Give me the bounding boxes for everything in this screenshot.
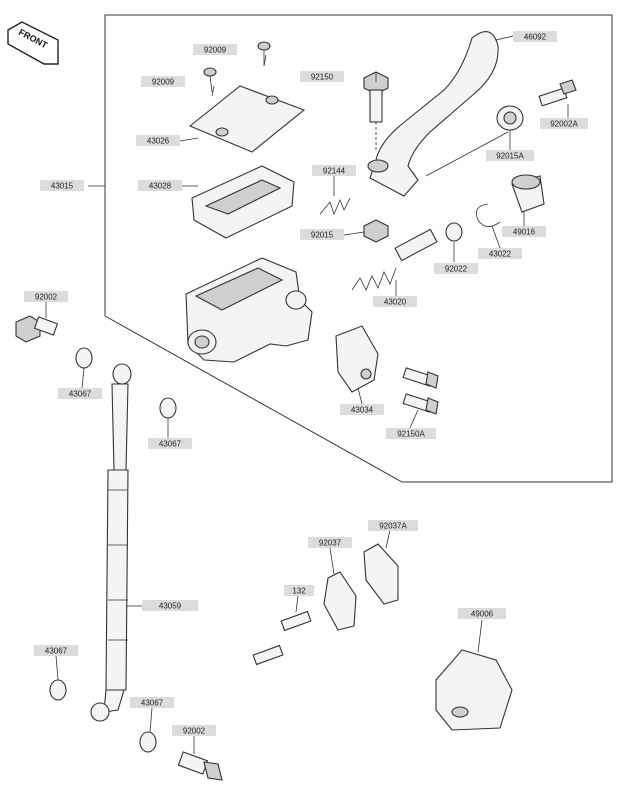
spring-92144 bbox=[319, 197, 351, 216]
label-43059: 43059 bbox=[159, 602, 182, 611]
washer-43067-d bbox=[139, 731, 157, 753]
lever-pivot-bolt bbox=[363, 71, 389, 150]
label-92009-b: 92009 bbox=[152, 78, 175, 87]
label-92002-top: 92002 bbox=[35, 293, 58, 302]
reservoir-cap bbox=[188, 85, 306, 153]
bracket-bolts bbox=[252, 610, 312, 666]
label-49006: 49006 bbox=[471, 610, 494, 619]
label-92002-bottom: 92002 bbox=[183, 727, 206, 736]
label-92037a: 92037A bbox=[379, 522, 407, 531]
label-92150a: 92150A bbox=[397, 430, 425, 439]
label-49016: 49016 bbox=[513, 228, 536, 237]
label-92022: 92022 bbox=[445, 265, 468, 274]
clamp-43034 bbox=[335, 325, 379, 393]
label-43015: 43015 bbox=[51, 182, 74, 191]
brake-hose bbox=[90, 363, 132, 722]
clamp-bolts bbox=[402, 367, 439, 415]
label-92002a-upper: 92002A bbox=[550, 120, 578, 129]
label-92015a: 92015A bbox=[496, 152, 524, 161]
label-43067-b: 43067 bbox=[159, 440, 182, 449]
piston-assembly bbox=[351, 228, 438, 291]
bracket-92037 bbox=[323, 571, 357, 631]
label-43034: 43034 bbox=[351, 406, 374, 415]
washer-92022 bbox=[445, 222, 463, 242]
label-92009-a: 92009 bbox=[204, 46, 227, 55]
label-92037: 92037 bbox=[319, 539, 342, 548]
label-92015: 92015 bbox=[311, 231, 334, 240]
screw-92002a bbox=[538, 79, 577, 107]
boot-49016 bbox=[511, 174, 545, 213]
assembly-boundary bbox=[104, 14, 613, 483]
label-43028: 43028 bbox=[149, 182, 172, 191]
label-43022: 43022 bbox=[489, 250, 512, 259]
hose-guard-49006 bbox=[435, 649, 513, 731]
label-46092: 46092 bbox=[524, 33, 547, 42]
label-43067-d: 43067 bbox=[141, 699, 164, 708]
bracket-92037a bbox=[363, 543, 399, 605]
brake-lever bbox=[369, 31, 499, 197]
master-cylinder-body bbox=[185, 257, 313, 363]
label-132: 132 bbox=[292, 587, 306, 596]
part-labels: 46092 92009 92009 92150 92002A 43026 920… bbox=[24, 31, 588, 736]
leader-lines bbox=[45, 35, 569, 754]
label-43020: 43020 bbox=[384, 298, 407, 307]
washer-43067-a bbox=[75, 347, 93, 369]
banjo-bolt-bottom bbox=[177, 751, 223, 781]
banjo-bolt-top bbox=[15, 315, 59, 343]
washer-43067-b bbox=[159, 397, 177, 419]
label-92150: 92150 bbox=[311, 73, 334, 82]
label-43026: 43026 bbox=[147, 137, 170, 146]
nut-92015 bbox=[363, 219, 389, 243]
front-direction-tag: FRONT bbox=[7, 21, 59, 65]
circlip-43022 bbox=[475, 203, 501, 227]
label-43067-a: 43067 bbox=[69, 390, 92, 399]
washer-43067-c bbox=[49, 679, 67, 701]
label-92144: 92144 bbox=[323, 167, 346, 176]
label-43067-c: 43067 bbox=[45, 647, 68, 656]
cap-screws bbox=[203, 41, 271, 93]
adjuster-92015a bbox=[496, 105, 524, 131]
